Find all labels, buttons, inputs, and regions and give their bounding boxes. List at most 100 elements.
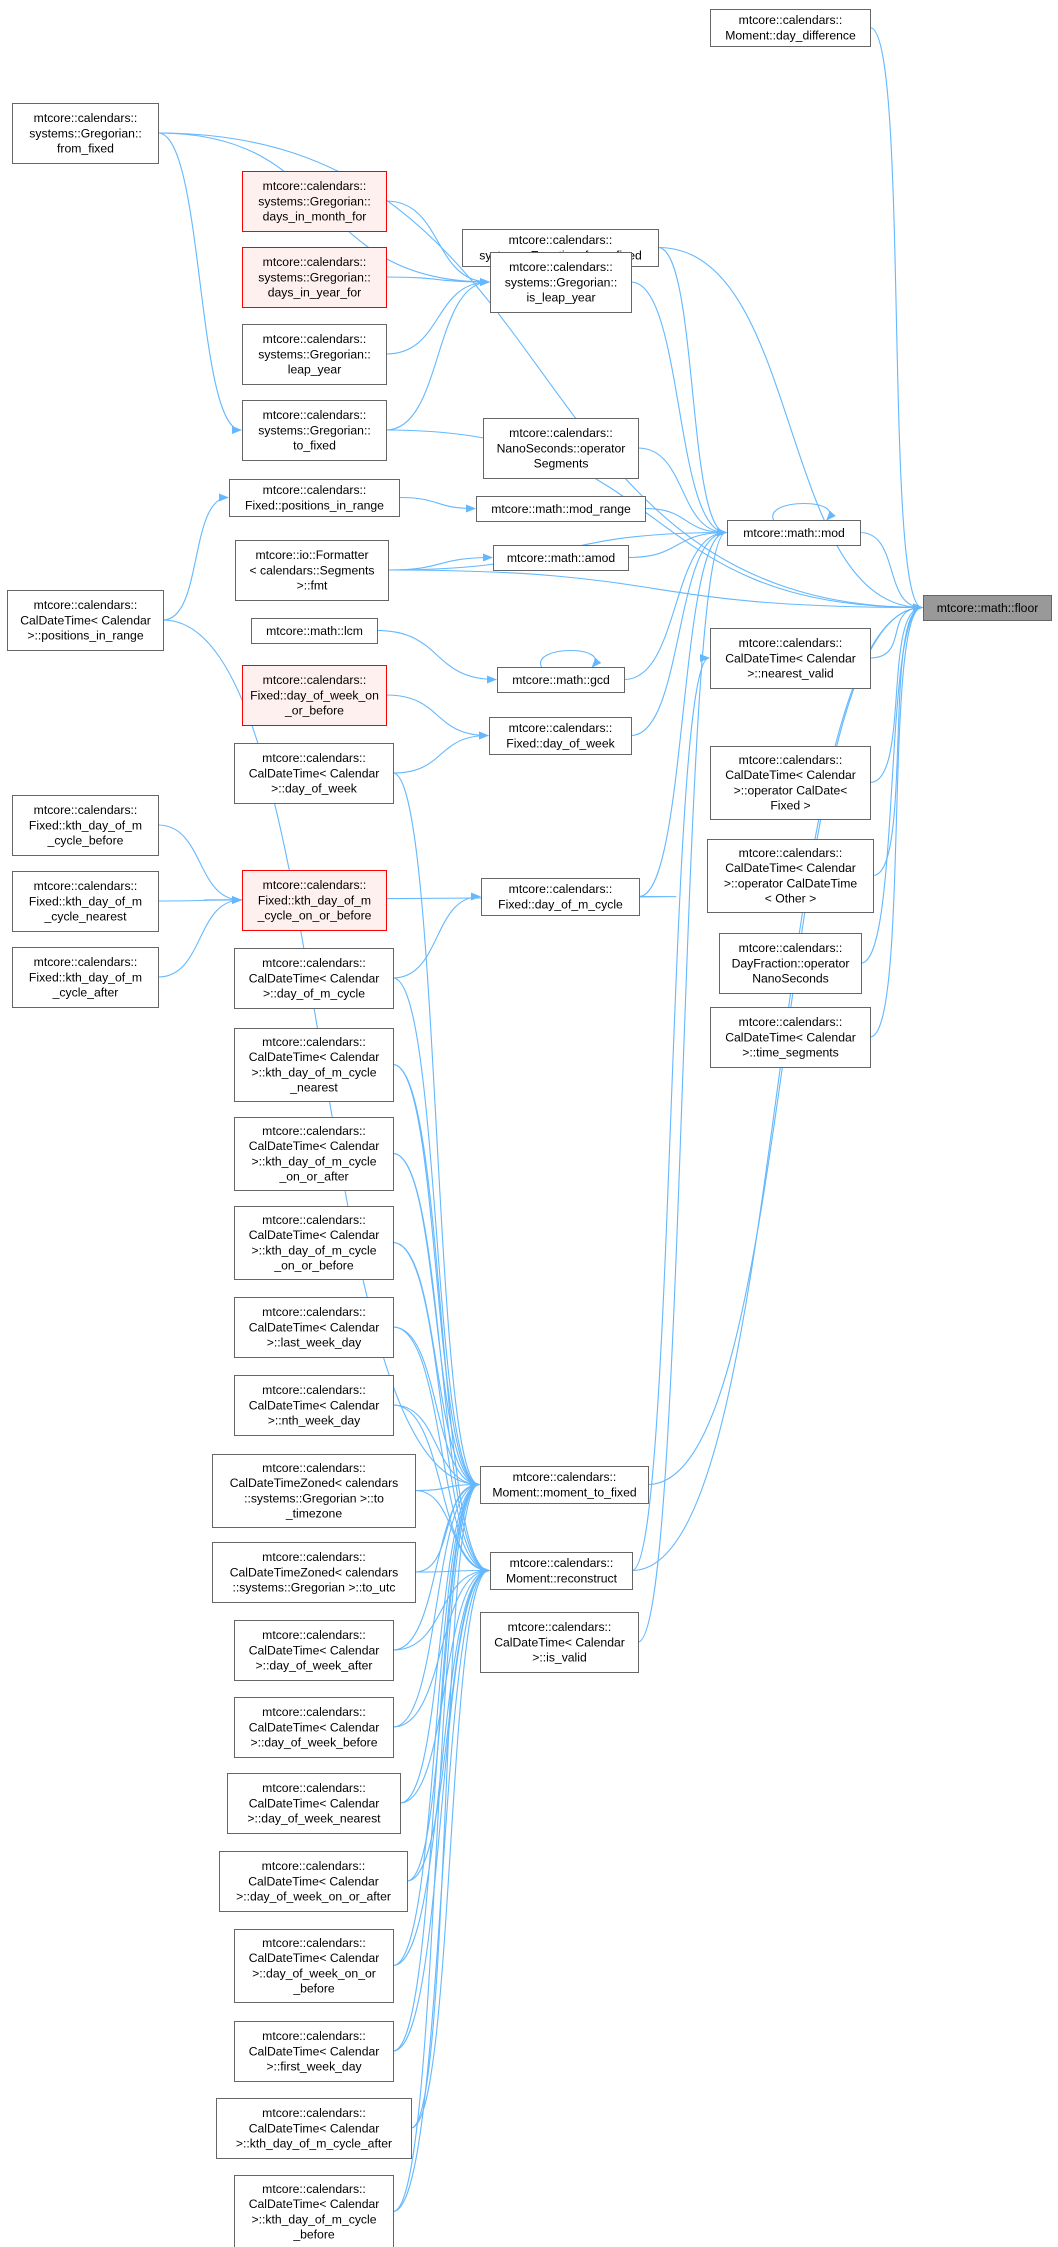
node-reconstruct[interactable]: mtcore::calendars::Moment::reconstruct [490, 1552, 633, 1590]
node-label-line: systems::Gregorian:: [505, 275, 617, 289]
node-to-fixed[interactable]: mtcore::calendars::systems::Gregorian::t… [242, 400, 387, 461]
node-label-line: mtcore::calendars:: [34, 955, 138, 969]
node-label-line: mtcore::calendars:: [262, 2029, 366, 2043]
node-days-in-year-for[interactable]: mtcore::calendars::systems::Gregorian::d… [242, 247, 387, 308]
node-dow-on-or-before[interactable]: mtcore::calendars::CalDateTime< Calendar… [234, 1929, 394, 2003]
node-label-line: CalDateTime< Calendar [725, 861, 856, 875]
node-label-line: mtcore::calendars:: [262, 1550, 366, 1564]
node-label-line: CalDateTime< Calendar [249, 1139, 380, 1153]
node-is-valid[interactable]: mtcore::calendars::CalDateTime< Calendar… [480, 1612, 639, 1673]
node-cdt-day-of-m-cycle[interactable]: mtcore::calendars::CalDateTime< Calendar… [234, 948, 394, 1009]
node-formatter-fmt[interactable]: mtcore::io::Formatter< calendars::Segmen… [235, 540, 389, 601]
node-op-caldate-fixed[interactable]: mtcore::calendars::CalDateTime< Calendar… [710, 746, 871, 820]
node-box [923, 595, 1052, 621]
node-label-line: mtcore::calendars:: [509, 882, 613, 896]
node-label-line: mtcore::calendars:: [262, 1305, 366, 1319]
node-box [480, 1466, 649, 1504]
node-days-in-month-for[interactable]: mtcore::calendars::systems::Gregorian::d… [242, 171, 387, 232]
node-label-line: _timezone [285, 1507, 342, 1521]
node-box [480, 1612, 639, 1673]
node-mod[interactable]: mtcore::math::mod [727, 520, 861, 546]
node-kth-after[interactable]: mtcore::calendars::Fixed::kth_day_of_m_c… [12, 947, 159, 1008]
node-label-line: Fixed::positions_in_range [245, 498, 384, 512]
node-label-line: CalDateTime< Calendar [249, 2044, 380, 2058]
node-label-line: mtcore::calendars:: [263, 483, 367, 497]
node-amod[interactable]: mtcore::math::amod [493, 545, 629, 571]
node-dow-after[interactable]: mtcore::calendars::CalDateTime< Calendar… [234, 1620, 394, 1681]
node-label-line: mtcore::calendars:: [262, 1035, 366, 1049]
node-cdt-kth-after[interactable]: mtcore::calendars::CalDateTime< Calendar… [216, 2098, 412, 2159]
node-box [7, 590, 164, 651]
node-cdt-kth-before[interactable]: mtcore::calendars::CalDateTime< Calendar… [234, 2175, 394, 2247]
node-dow-nearest[interactable]: mtcore::calendars::CalDateTime< Calendar… [227, 1773, 401, 1834]
node-fixed-day-of-m-cycle[interactable]: mtcore::calendars::Fixed::day_of_m_cycle [481, 878, 640, 916]
edge-egypt-from-fixed-to-floor [657, 246, 923, 612]
node-time-segments[interactable]: mtcore::calendars::CalDateTime< Calendar… [710, 1007, 871, 1068]
node-label-line: CalDateTime< Calendar [249, 971, 380, 985]
node-nth-week-day[interactable]: mtcore::calendars::CalDateTime< Calendar… [234, 1375, 394, 1436]
node-label-line: Fixed::kth_day_of_m [258, 893, 371, 907]
node-label-line: >::time_segments [742, 1046, 839, 1060]
node-kth-on-or-before[interactable]: mtcore::calendars::Fixed::kth_day_of_m_c… [242, 870, 387, 931]
node-label-line: CalDateTime< Calendar [249, 1796, 380, 1810]
node-nearest-valid[interactable]: mtcore::calendars::CalDateTime< Calendar… [710, 628, 871, 689]
edge-nth-week-day-to-moment-to-fixed [392, 1404, 480, 1489]
node-label-line: Fixed::kth_day_of_m [29, 970, 142, 984]
node-label-line: NanoSeconds [752, 972, 829, 986]
node-box [229, 479, 400, 517]
node-zoned-to-utc[interactable]: mtcore::calendars::CalDateTimeZoned< cal… [212, 1542, 416, 1603]
node-label-line: days_in_month_for [263, 210, 367, 224]
node-box [489, 717, 632, 755]
edge-first-week-day-to-reconstruct [392, 1566, 490, 2052]
node-greg-from-fixed[interactable]: mtcore::calendars::systems::Gregorian::f… [12, 103, 159, 164]
node-is-leap-year[interactable]: mtcore::calendars::systems::Gregorian::i… [490, 252, 632, 313]
node-label-line: Fixed::day_of_m_cycle [498, 897, 623, 911]
node-label-line: _on_or_after [278, 1170, 348, 1184]
node-label-line: mtcore::calendars:: [34, 803, 138, 817]
node-fixed-dow-on-or-before[interactable]: mtcore::calendars::Fixed::day_of_week_on… [242, 665, 387, 726]
node-cdt-kth-nearest[interactable]: mtcore::calendars::CalDateTime< Calendar… [234, 1028, 394, 1102]
node-floor[interactable]: mtcore::math::floor [923, 595, 1052, 621]
node-dow-before[interactable]: mtcore::calendars::CalDateTime< Calendar… [234, 1697, 394, 1758]
node-label-line: DayFraction::operator [732, 956, 850, 970]
node-lcm[interactable]: mtcore::math::lcm [251, 618, 378, 644]
node-mod-range[interactable]: mtcore::math::mod_range [476, 496, 646, 522]
node-ns-operator-segments[interactable]: mtcore::calendars::NanoSeconds::operator… [483, 418, 639, 479]
node-zoned-to-timezone[interactable]: mtcore::calendars::CalDateTimeZoned< cal… [212, 1454, 416, 1528]
node-label-line: >::day_of_week [271, 782, 358, 796]
node-fixed-day-of-week[interactable]: mtcore::calendars::Fixed::day_of_week [489, 717, 632, 755]
node-cdt-kth-on-or-after[interactable]: mtcore::calendars::CalDateTime< Calendar… [234, 1117, 394, 1191]
node-label-line: _before [292, 2228, 335, 2242]
node-dow-on-or-after[interactable]: mtcore::calendars::CalDateTime< Calendar… [219, 1851, 408, 1912]
node-label-line: mtcore::calendars:: [34, 879, 138, 893]
node-label-line: mtcore::calendars:: [262, 956, 366, 970]
node-label-line: CalDateTime< Calendar [249, 1228, 380, 1242]
node-label-line: mtcore::math::mod_range [491, 502, 631, 516]
node-cdt-positions-in-range[interactable]: mtcore::calendars::CalDateTime< Calendar… [7, 590, 164, 651]
node-positions-in-range[interactable]: mtcore::calendars::Fixed::positions_in_r… [229, 479, 400, 517]
node-day-difference[interactable]: mtcore::calendars::Moment::day_differenc… [710, 9, 871, 47]
node-op-caldatetime-other[interactable]: mtcore::calendars::CalDateTime< Calendar… [707, 839, 874, 913]
edge-cdt-kth-nearest-to-reconstruct [392, 1063, 490, 1575]
node-label-line: CalDateTime< Calendar [249, 1398, 380, 1412]
node-kth-nearest[interactable]: mtcore::calendars::Fixed::kth_day_of_m_c… [12, 871, 159, 932]
node-first-week-day[interactable]: mtcore::calendars::CalDateTime< Calendar… [234, 2021, 394, 2082]
node-box [727, 520, 861, 546]
node-cdt-kth-on-or-before[interactable]: mtcore::calendars::CalDateTime< Calendar… [234, 1206, 394, 1280]
node-last-week-day[interactable]: mtcore::calendars::CalDateTime< Calendar… [234, 1297, 394, 1358]
node-box [242, 665, 387, 726]
node-label-line: CalDateTime< Calendar [248, 1874, 379, 1888]
node-label-line: _cycle_before [47, 834, 124, 848]
node-label-line: leap_year [288, 363, 342, 377]
node-leap-year[interactable]: mtcore::calendars::systems::Gregorian::l… [242, 324, 387, 385]
edge-zoned-to-timezone-to-reconstruct [414, 1489, 490, 1575]
node-df-operator-ns[interactable]: mtcore::calendars::DayFraction::operator… [719, 933, 862, 994]
node-cdt-day-of-week[interactable]: mtcore::calendars::CalDateTime< Calendar… [234, 743, 394, 804]
node-moment-to-fixed[interactable]: mtcore::calendars::Moment::moment_to_fix… [480, 1466, 649, 1504]
node-label-line: >::kth_day_of_m_cycle_after [236, 2137, 392, 2151]
node-label-line: mtcore::calendars:: [263, 179, 367, 193]
node-label-line: mtcore::calendars:: [262, 1705, 366, 1719]
node-gcd[interactable]: mtcore::math::gcd [497, 667, 625, 693]
node-kth-before[interactable]: mtcore::calendars::Fixed::kth_day_of_m_c… [12, 795, 159, 856]
node-box [710, 628, 871, 689]
